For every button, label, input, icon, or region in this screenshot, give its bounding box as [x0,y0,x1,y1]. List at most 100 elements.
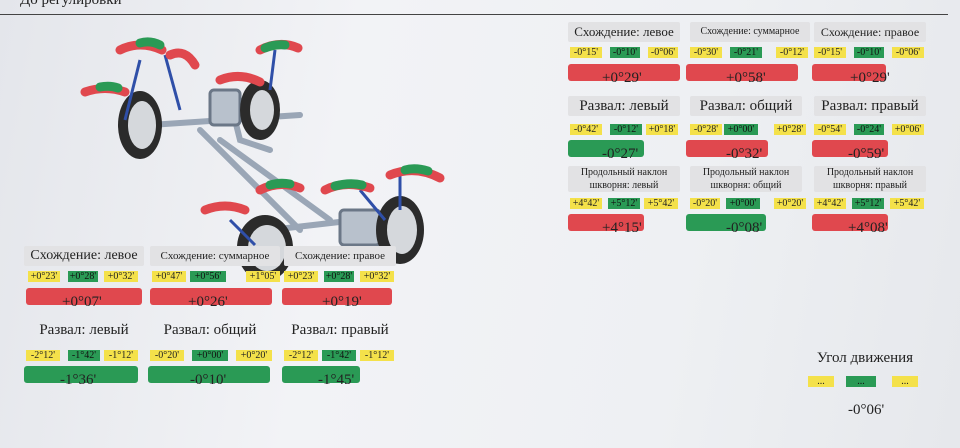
after-toe-left-bar [26,288,142,305]
before-toe-left-title: Схождение: левое [568,22,680,42]
suspension-illustration [80,37,445,281]
before-toe-total-bar [686,64,798,81]
before-caster-total-value: -0°08' [726,220,763,236]
after-camber-total-tol-nom: +0°00' [192,350,228,361]
before-caster-total-title: Продольный наклон шкворня: общий [690,166,802,192]
thrust-angle-tol-min: ... [808,376,834,387]
before-camber-total-value: -0°32' [726,146,763,162]
before-camber-total-tol-nom: +0°00' [724,124,758,135]
after-toe-left-tol-min: +0°23' [28,271,60,282]
after-camber-right-value: -1°45' [318,372,355,388]
after-camber-left: Развал: левый -2°12' -1°42' -1°12' -1°36… [24,320,144,390]
before-caster-total-bar [686,214,766,231]
after-toe-total-title: Схождение: суммарное [150,246,280,266]
before-toe-left-tol-min: -0°15' [570,47,602,58]
after-toe-left-value: +0°07' [62,294,102,310]
thrust-angle-title: Угол движения [816,350,914,366]
wheel-rear-right-icon [376,196,424,264]
after-toe-right-title: Схождение: правое [284,246,396,266]
before-toe-total-value: +0°58' [726,70,766,86]
before-camber-right-tol-nom: -0°24' [854,124,884,135]
before-camber-left-tol-nom: -0°12' [610,124,642,135]
thrust-angle-value: -0°06' [848,402,885,418]
before-camber-left: Развал: левый -0°42' -0°12' +0°18' -0°27… [568,96,683,162]
after-toe-total-bar [150,288,272,305]
before-caster-right: Продольный наклон шкворня: правый +4°42'… [812,166,929,236]
before-toe-left: Схождение: левое -0°15' -0°10' -0°06' +0… [568,22,683,88]
before-camber-right-value: -0°59' [848,146,885,162]
wheel-front-right-icon [240,80,280,140]
header-divider [0,14,948,15]
before-toe-right-title: Схождение: правое [814,22,926,42]
after-toe-total-value: +0°26' [188,294,228,310]
before-camber-left-value: -0°27' [602,146,639,162]
before-camber-left-bar [568,140,644,157]
before-toe-left-tol-max: -0°06' [648,47,678,58]
before-camber-total-tol-min: -0°28' [690,124,722,135]
after-camber-total-bar [148,366,270,383]
after-toe-left-tol-max: +0°32' [104,271,138,282]
after-camber-total-title: Развал: общий [163,322,257,338]
wheel-front-left-icon [118,91,162,159]
before-camber-right-tol-min: -0°54' [814,124,846,135]
before-caster-left-tol-max: +5°42' [644,198,678,209]
after-camber-right-bar [282,366,360,383]
before-toe-right: Схождение: правое -0°15' -0°10' -0°06' +… [812,22,929,88]
after-camber-total: Развал: общий -0°20' +0°00' +0°20' -0°10… [148,320,280,390]
before-camber-right: Развал: правый -0°54' -0°24' +0°06' -0°5… [812,96,929,162]
after-camber-left-tol-nom: -1°42' [68,350,100,361]
before-caster-right-value: +4°08' [848,220,888,236]
thrust-angle-tol-max: ... [892,376,918,387]
before-camber-right-tol-max: +0°06' [892,124,924,135]
before-toe-total: Схождение: суммарное -0°30' -0°21' -0°12… [686,22,810,88]
before-camber-right-bar [812,140,888,157]
before-camber-total: Развал: общий -0°28' +0°00' +0°28' -0°32… [686,96,810,162]
before-caster-left: Продольный наклон шкворня: левый +4°42' … [568,166,683,236]
before-toe-right-tol-min: -0°15' [814,47,846,58]
before-toe-total-tol-max: -0°12' [776,47,808,58]
before-toe-left-bar [568,64,680,81]
after-toe-right-tol-min: +0°23' [284,271,318,282]
before-toe-total-tol-min: -0°30' [690,47,722,58]
after-camber-total-tol-max: +0°20' [236,350,272,361]
before-caster-right-tol-max: +5°42' [890,198,924,209]
after-toe-right-bar [282,288,392,305]
after-camber-left-title: Развал: левый [39,322,129,338]
report-header: До регулировки [20,0,122,8]
after-camber-right-tol-nom: -1°42' [322,350,356,361]
after-toe-right-tol-max: +0°32' [360,271,394,282]
before-toe-right-bar [812,64,886,81]
after-camber-left-bar [24,366,138,383]
after-toe-right: Схождение: правое +0°23' +0°28' +0°32' +… [282,246,399,316]
before-caster-total-tol-nom: +0°00' [726,198,760,209]
before-caster-left-tol-min: +4°42' [570,198,602,209]
after-toe-right-tol-nom: +0°28' [324,271,354,282]
before-camber-left-tol-min: -0°42' [570,124,602,135]
before-caster-left-value: +4°15' [602,220,642,236]
after-camber-right: Развал: правый -2°12' -1°42' -1°12' -1°4… [282,320,399,390]
before-camber-right-title: Развал: правый [814,96,926,116]
before-camber-total-bar [686,140,768,157]
before-toe-right-value: +0°29' [850,70,890,86]
before-caster-right-bar [812,214,888,231]
before-camber-left-title: Развал: левый [568,96,680,116]
after-toe-left: Схождение: левое +0°23' +0°28' +0°32' +0… [24,246,144,316]
after-camber-right-tol-max: -1°12' [360,350,394,361]
after-toe-left-tol-nom: +0°28' [68,271,98,282]
before-caster-total: Продольный наклон шкворня: общий -0°20' … [686,166,810,236]
before-camber-total-tol-max: +0°28' [774,124,806,135]
before-caster-total-tol-max: +0°20' [774,198,806,209]
before-caster-total-tol-min: -0°20' [690,198,720,209]
before-caster-right-tol-nom: +5°12' [852,198,884,209]
after-camber-right-title: Развал: правый [291,322,389,338]
after-camber-left-value: -1°36' [60,372,97,388]
before-toe-right-tol-nom: -0°10' [854,47,884,58]
before-toe-right-tol-max: -0°06' [892,47,924,58]
before-toe-left-value: +0°29' [602,70,642,86]
before-toe-total-tol-nom: -0°21' [730,47,762,58]
after-toe-total-tol-min: +0°47' [152,271,186,282]
before-caster-left-tol-nom: +5°12' [608,198,640,209]
after-camber-total-tol-min: -0°20' [150,350,184,361]
after-toe-right-value: +0°19' [322,294,362,310]
